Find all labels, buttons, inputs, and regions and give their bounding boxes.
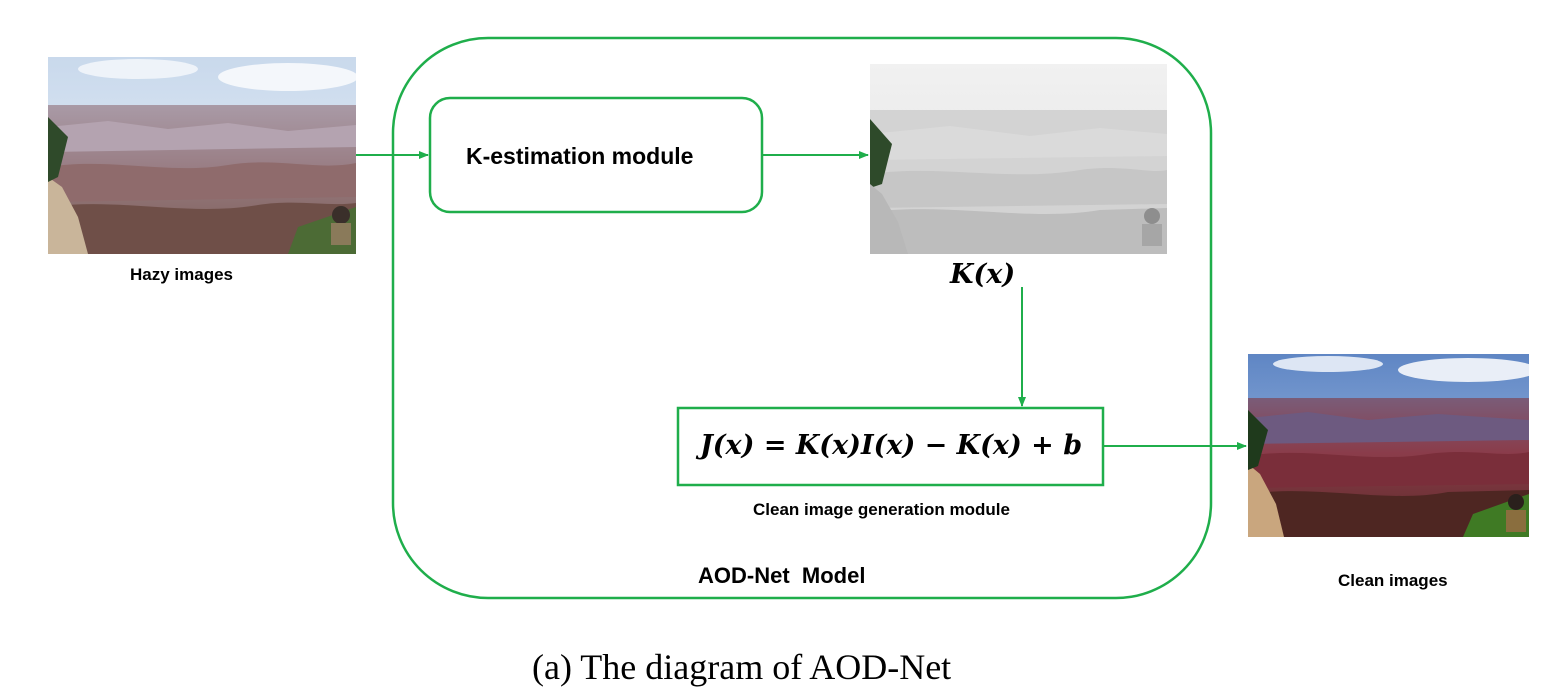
aod-net-model-label: AOD-Net Model — [698, 563, 866, 588]
aod-net-model-box — [391, 36, 1213, 600]
k-estimation-module-label: K-estimation module — [466, 143, 694, 169]
clean-image — [1248, 354, 1529, 537]
k-map-image — [870, 64, 1167, 254]
hazy-image — [48, 57, 356, 254]
clean-image-generation-label: Clean image generation module — [753, 500, 1010, 519]
k-map-label: K(x) — [950, 259, 1016, 290]
clean-images-label: Clean images — [1338, 571, 1448, 590]
figure-caption: (a) The diagram of AOD-Net — [532, 647, 952, 687]
formula-text: J(x) = K(x)I(x) − K(x) + b — [700, 430, 1083, 461]
hazy-images-label: Hazy images — [130, 265, 233, 284]
